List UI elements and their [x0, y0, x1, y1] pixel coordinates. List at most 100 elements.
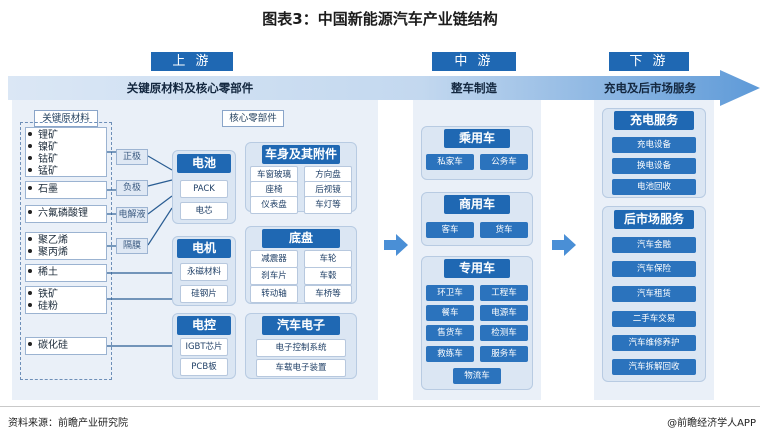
service-item: 汽车保险: [612, 261, 696, 277]
vehicle-item: 私家车: [426, 154, 474, 170]
vehicle-item: 售货车: [426, 325, 474, 341]
vehicle-special-head: 专用车: [444, 259, 510, 278]
vehicle-item: 服务车: [480, 346, 528, 362]
vehicle-item: 工程车: [480, 285, 528, 301]
bullet-icon: [28, 237, 32, 241]
service-item: 二手车交易: [612, 311, 696, 327]
service-item: 换电设备: [612, 158, 696, 174]
bullet-icon: [28, 144, 32, 148]
vehicle-item: 餐车: [426, 305, 474, 321]
bullet-icon: [28, 186, 32, 190]
material-box-graphite: 石墨: [25, 181, 107, 199]
materials-group: [20, 122, 112, 380]
stage-label-upstream: 关键原材料及核心零部件: [126, 81, 254, 95]
service-item: 汽车拆解回收: [612, 359, 696, 375]
material-box-iron-silicon: 铁矿 硅粉: [25, 286, 107, 314]
vehicle-item: 公务车: [480, 154, 528, 170]
component-item: 仪表盘: [250, 196, 298, 214]
material-item: 石墨: [38, 184, 58, 195]
material-item: 六氟磷酸锂: [38, 208, 88, 219]
component-chassis-head: 底盘: [262, 229, 340, 248]
vehicle-item: 电源车: [480, 305, 528, 321]
process-anode: 负极: [116, 180, 148, 196]
components-title: 核心零部件: [222, 110, 284, 127]
bullet-icon: [28, 168, 32, 172]
flow-arrow-icon: [384, 234, 408, 256]
bullet-icon: [28, 291, 32, 295]
stage-tag-midstream: 中 游: [432, 52, 516, 71]
service-charging-head: 充电服务: [614, 111, 694, 130]
material-item: 镍矿: [38, 142, 58, 153]
vehicle-item: 救练车: [426, 346, 474, 362]
material-item: 钴矿: [38, 154, 58, 165]
component-item: 转动轴: [250, 285, 298, 303]
material-item: 聚丙烯: [38, 247, 68, 258]
bullet-icon: [28, 303, 32, 307]
service-item: 电池回收: [612, 179, 696, 195]
stage-tag-downstream: 下 游: [609, 52, 689, 71]
vehicle-item: 环卫车: [426, 285, 474, 301]
material-item: 碳化硅: [38, 340, 68, 351]
brand-note: @前瞻经济学人APP: [667, 418, 756, 429]
footer-divider: [0, 406, 760, 407]
source-note: 资料来源：前瞻产业研究院: [8, 418, 128, 429]
vehicle-special: [421, 256, 533, 390]
process-cathode: 正极: [116, 149, 148, 165]
bullet-icon: [28, 132, 32, 136]
component-item: 车载电子装置: [256, 359, 346, 377]
material-box-rare-earth: 稀土: [25, 264, 107, 282]
service-item: 汽车维修养护: [612, 335, 696, 351]
process-separator: 隔膜: [116, 238, 148, 254]
stage-label-downstream: 充电及后市场服务: [604, 81, 696, 95]
service-item: 汽车金融: [612, 237, 696, 253]
stage-tag-upstream: 上 游: [151, 52, 233, 71]
bullet-icon: [28, 249, 32, 253]
component-item: PCB板: [180, 358, 228, 376]
bullet-icon: [28, 269, 32, 273]
material-item: 锰矿: [38, 166, 58, 177]
vehicle-item: 客车: [426, 222, 474, 238]
vehicle-item: 货车: [480, 222, 528, 238]
component-battery-head: 电池: [177, 154, 231, 173]
component-item: 车轮: [304, 250, 352, 268]
component-item: PACK: [180, 180, 228, 198]
material-box-ores: 锂矿 镍矿 钴矿 锰矿: [25, 127, 107, 177]
vehicle-commercial-head: 商用车: [444, 195, 510, 214]
process-electrolyte: 电解液: [116, 207, 148, 223]
vehicle-item: 检测车: [480, 325, 528, 341]
page-title: 图表3：中国新能源汽车产业链结构: [262, 10, 498, 28]
service-item: 充电设备: [612, 137, 696, 153]
service-item: 汽车租赁: [612, 286, 696, 302]
bullet-icon: [28, 156, 32, 160]
component-item: 减震器: [250, 250, 298, 268]
component-motor-head: 电机: [177, 239, 231, 258]
component-item: 硅钢片: [180, 285, 228, 303]
component-item: 车毂: [304, 267, 352, 285]
component-body-head: 车身及其附件: [262, 145, 340, 164]
flow-arrow-icon: [552, 234, 576, 256]
component-item: 电芯: [180, 202, 228, 220]
component-item: 电子控制系统: [256, 339, 346, 357]
bullet-icon: [28, 210, 32, 214]
bullet-icon: [28, 342, 32, 346]
component-item: 永磁材料: [180, 263, 228, 281]
vehicle-passenger-head: 乘用车: [444, 129, 510, 148]
material-item: 硅粉: [38, 301, 58, 312]
material-box-sic: 碳化硅: [25, 337, 107, 355]
material-item: 稀土: [38, 267, 58, 278]
service-after-market-head: 后市场服务: [614, 210, 694, 229]
component-item: 刹车片: [250, 267, 298, 285]
component-item: IGBT芯片: [180, 338, 228, 356]
component-item: 车灯等: [304, 196, 352, 214]
component-item: 车桥等: [304, 285, 352, 303]
material-box-lipf6: 六氟磷酸锂: [25, 205, 107, 223]
upstream-connectors: [107, 151, 173, 347]
vehicle-item: 物流车: [453, 368, 501, 384]
component-control-head: 电控: [177, 316, 231, 335]
material-item: 铁矿: [38, 289, 58, 300]
material-box-polymer: 聚乙烯 聚丙烯: [25, 232, 107, 260]
value-chain-arrow: [8, 70, 760, 106]
component-electronics-head: 汽车电子: [262, 316, 340, 335]
material-item: 聚乙烯: [38, 235, 68, 246]
material-item: 锂矿: [38, 130, 58, 141]
